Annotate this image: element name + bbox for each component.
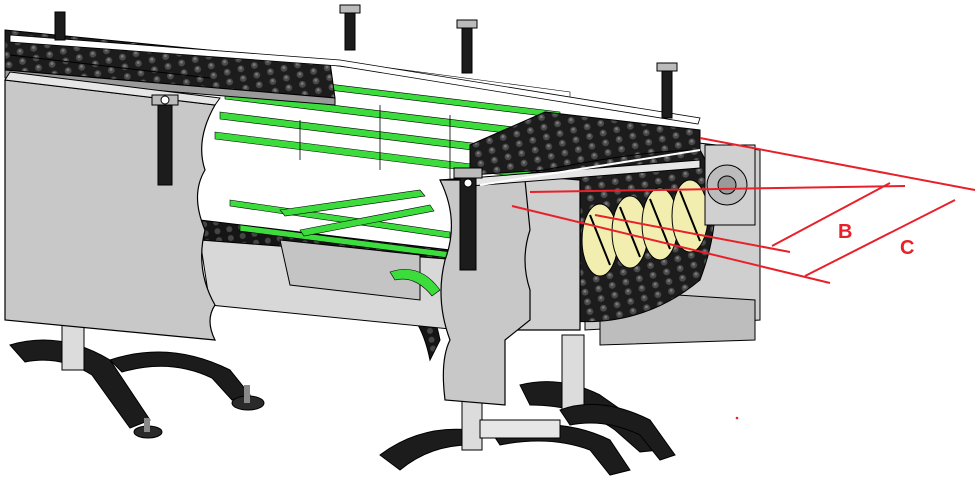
- dimension-b-line: [771, 182, 891, 247]
- support-legs: [9, 299, 676, 476]
- stray-mark: [735, 416, 739, 420]
- clamp-2: [453, 167, 483, 271]
- dimension-lines: [511, 137, 976, 284]
- clamp-6: [54, 11, 66, 41]
- clamp-4: [456, 19, 478, 74]
- dimension-c-extension-top: [699, 137, 976, 191]
- sprockets: [581, 179, 709, 277]
- clamp-5: [656, 62, 678, 119]
- dimension-b-label: B: [838, 221, 852, 243]
- dimension-c-line: [804, 199, 956, 277]
- leg-right-front: [379, 334, 676, 476]
- clamp-3: [339, 4, 361, 51]
- guide-rails-lower: [229, 189, 451, 297]
- end-bearing: [704, 144, 756, 226]
- dimension-b-extension-top: [529, 185, 906, 193]
- clamp-1: [151, 94, 179, 186]
- side-rails: [9, 34, 701, 186]
- dimension-b-extension-bottom: [594, 214, 791, 253]
- dimension-c-label: C: [900, 237, 914, 259]
- dimension-c-extension-bottom: [511, 205, 831, 284]
- clamp-brackets: [54, 4, 678, 271]
- leg-left-front: [9, 299, 265, 439]
